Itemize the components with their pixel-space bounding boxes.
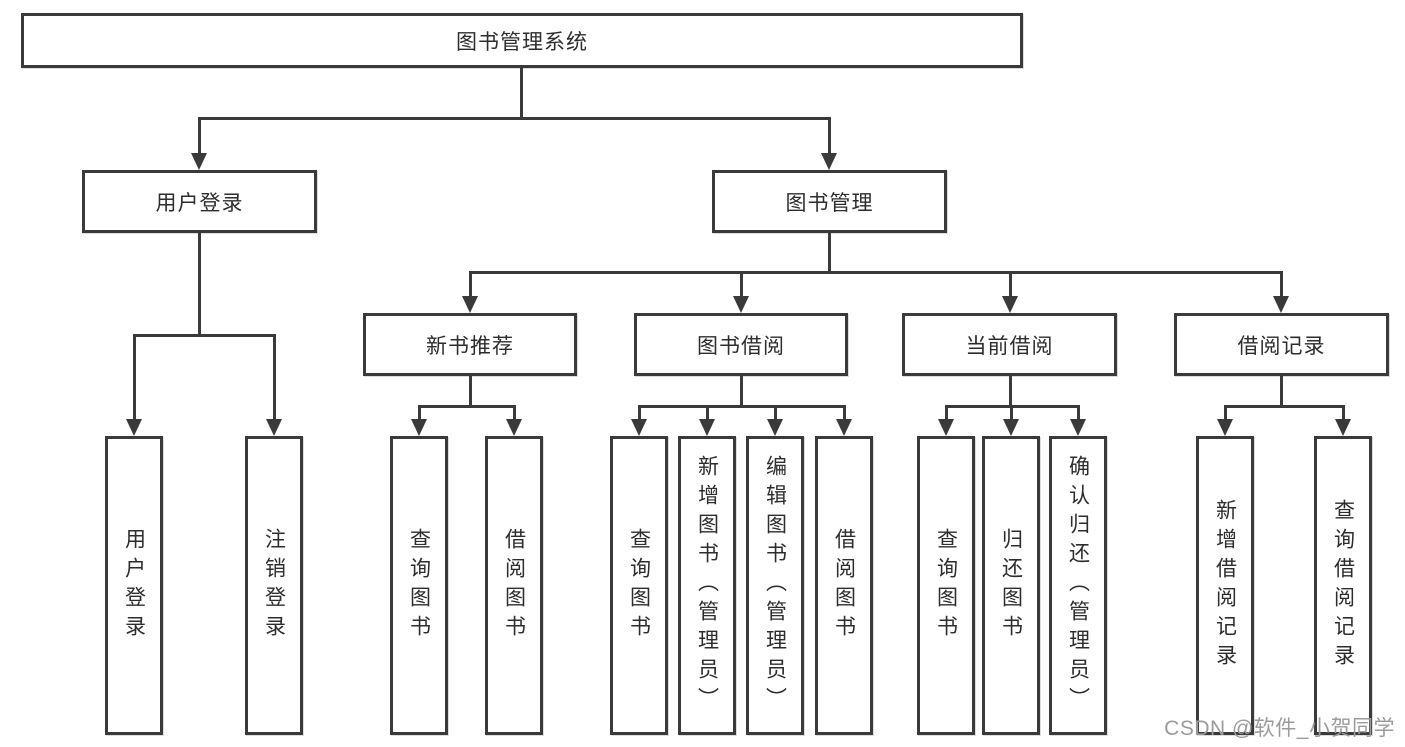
leaf-label: 新增借阅记录: [1213, 498, 1237, 673]
arrowhead-icon: [1217, 419, 1233, 436]
arrowhead-icon: [699, 419, 715, 436]
connector-line: [638, 405, 641, 422]
connector-line: [1009, 374, 1012, 408]
connector-line: [1009, 271, 1012, 299]
arrowhead-icon: [411, 419, 427, 436]
arrowhead-icon: [1335, 419, 1351, 436]
node-label: 当前借阅: [965, 334, 1054, 358]
leaf-label: 编辑图书（管理员）: [763, 455, 787, 716]
connector-line: [1224, 405, 1227, 422]
leaf-label: 查询图书: [407, 527, 431, 644]
connector-line: [418, 405, 516, 408]
connector-line: [133, 334, 276, 337]
connector-line: [418, 405, 421, 422]
node-label: 图书管理: [785, 191, 874, 215]
connector-line: [198, 117, 201, 155]
leaf-label: 新增图书（管理员）: [695, 455, 719, 716]
connector-line: [828, 117, 831, 155]
node-label: 用户登录: [155, 191, 244, 215]
leaf-label: 注销登录: [262, 527, 286, 644]
node-new-book-recommendation: 新书推荐: [363, 313, 577, 376]
leaf-label: 借阅图书: [502, 527, 526, 644]
connector-line: [133, 334, 136, 422]
leaf-edit-books-admin: 编辑图书（管理员）: [746, 436, 804, 735]
node-label: 图书借阅: [697, 334, 785, 358]
leaf-label: 查询图书: [934, 527, 958, 644]
connector-line: [638, 405, 846, 408]
leaf-query-books-current: 查询图书: [917, 436, 975, 735]
connector-line: [740, 271, 743, 299]
connector-line: [273, 334, 276, 422]
connector-line: [945, 405, 948, 422]
connector-line: [740, 374, 743, 408]
arrowhead-icon: [1273, 296, 1289, 313]
connector-line: [1342, 405, 1345, 422]
connector-line: [198, 231, 201, 337]
arrowhead-icon: [266, 419, 282, 436]
arrowhead-icon: [1070, 419, 1086, 436]
connector-line: [1280, 271, 1283, 299]
connector-line: [1280, 374, 1283, 408]
leaf-add-borrow-record: 新增借阅记录: [1196, 436, 1254, 735]
connector-line: [198, 117, 831, 120]
leaf-label: 查询图书: [627, 527, 651, 644]
arrowhead-icon: [836, 419, 852, 436]
arrowhead-icon: [631, 419, 647, 436]
arrowhead-icon: [1003, 419, 1019, 436]
csdn-watermark: CSDN @软件_小贺同学: [1164, 717, 1395, 740]
node-root-library-management-system: 图书管理系统: [21, 13, 1023, 68]
leaf-label: 归还图书: [999, 527, 1023, 644]
arrowhead-icon: [767, 419, 783, 436]
node-label: 新书推荐: [426, 334, 514, 358]
connector-line: [513, 405, 516, 422]
leaf-borrow-books-recommend: 借阅图书: [485, 436, 543, 735]
node-borrowing-records: 借阅记录: [1174, 313, 1389, 376]
leaf-query-books-recommend: 查询图书: [390, 436, 448, 735]
arrowhead-icon: [1002, 296, 1018, 313]
connector-line: [843, 405, 846, 422]
leaf-user-login: 用户登录: [105, 436, 163, 735]
node-current-borrowing: 当前借阅: [902, 313, 1117, 376]
leaf-return-books: 归还图书: [982, 436, 1040, 735]
connector-line: [469, 271, 472, 299]
connector-line: [1010, 405, 1013, 422]
arrowhead-icon: [126, 419, 142, 436]
connector-line: [774, 405, 777, 422]
leaf-query-borrow-record: 查询借阅记录: [1314, 436, 1372, 735]
arrowhead-icon: [191, 153, 207, 170]
leaf-label: 查询借阅记录: [1331, 498, 1355, 673]
leaf-label: 用户登录: [122, 527, 146, 644]
arrowhead-icon: [506, 419, 522, 436]
arrowhead-icon: [821, 153, 837, 170]
arrowhead-icon: [938, 419, 954, 436]
leaf-borrow-books: 借阅图书: [815, 436, 873, 735]
leaf-logout: 注销登录: [245, 436, 303, 735]
leaf-label: 确认归还（管理员）: [1066, 455, 1090, 716]
node-user-login: 用户登录: [82, 170, 317, 233]
connector-line: [469, 271, 1283, 274]
node-book-borrowing: 图书借阅: [634, 313, 848, 376]
leaf-add-books-admin: 新增图书（管理员）: [678, 436, 736, 735]
arrowhead-icon: [462, 296, 478, 313]
connector-line: [828, 231, 831, 274]
leaf-confirm-return-admin: 确认归还（管理员）: [1049, 436, 1107, 735]
node-label: 图书管理系统: [456, 30, 588, 54]
leaf-label: 借阅图书: [832, 527, 856, 644]
connector-line: [706, 405, 709, 422]
arrowhead-icon: [733, 296, 749, 313]
connector-line: [469, 374, 472, 408]
leaf-query-books-borrowing: 查询图书: [610, 436, 668, 735]
node-label: 借阅记录: [1237, 334, 1326, 358]
connector-line: [1224, 405, 1345, 408]
connector-line: [520, 68, 523, 119]
connector-line: [1077, 405, 1080, 422]
node-book-management: 图书管理: [712, 170, 947, 233]
